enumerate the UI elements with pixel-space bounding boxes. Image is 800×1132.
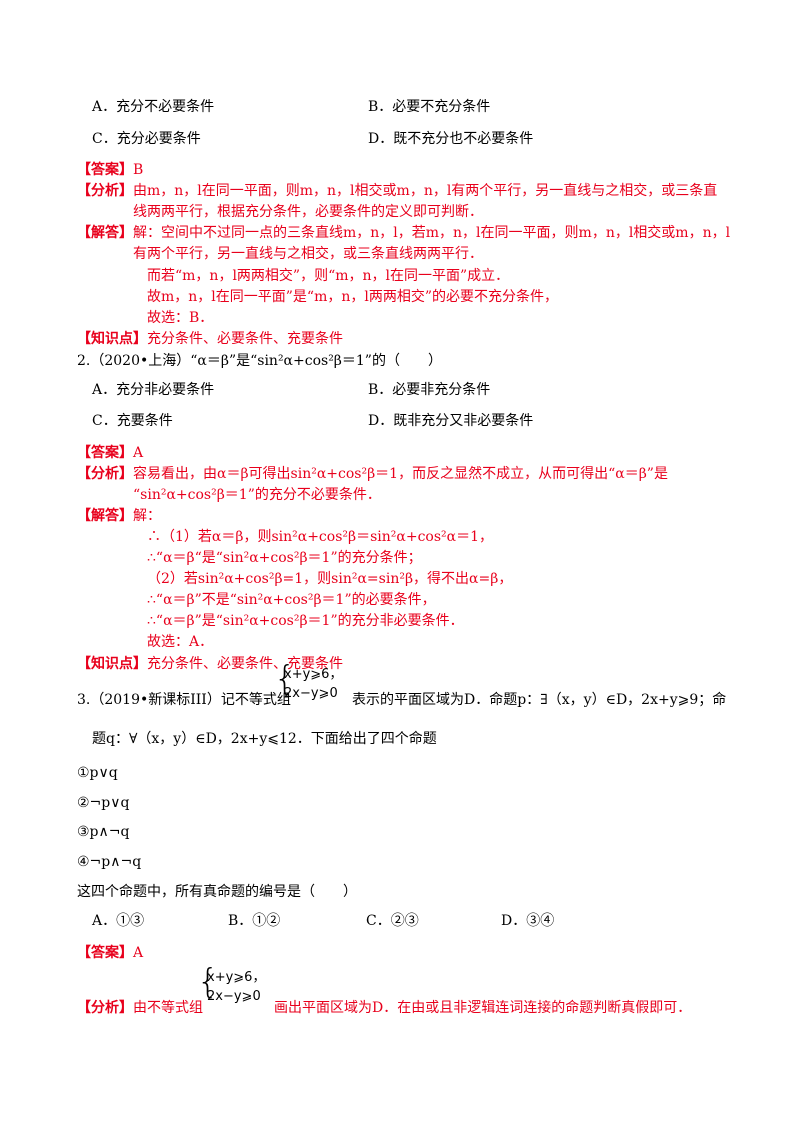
q3-stem-line2: 题q：∀（x，y）∈D，2x+y⩽12．下面给出了四个命题 [92,731,437,747]
q1-option-c: C．充分必要条件 [92,131,201,147]
q2-option-a: A．充分非必要条件 [92,382,215,398]
q3-analysis-pre: 【分析】由不等式组 [77,998,203,1018]
q3-proposition-2: ②¬p∨q [77,795,130,811]
q3-option-c: C．②③ [366,913,419,929]
solution-text: 解：空间中不过同一点的三条直线m，n，l，若m，n，l在同一平面，则m，n，l相… [133,225,731,241]
q3-option-b: B．①② [228,913,281,929]
q3-analysis-inequality-system: { x+y⩾6， 2x−y⩾0 [197,962,277,1007]
q1-solution-line4: 故m，n，l在同一平面”是“m，n，l两两相交”的必要不充分条件， [147,289,559,305]
q1-analysis-line2: 线两两平行，根据充分条件，必要条件的定义即可判断． [133,204,483,220]
knowledge-text: 充分条件、必要条件、充要条件 [147,656,343,672]
q3-question: 这四个命题中，所有真命题的编号是（ ） [77,884,357,900]
q3-inequality-system: { x+y⩾6， 2x−y⩾0 [274,659,354,704]
q3-option-d: D．③④ [501,913,555,929]
inequality-2: 2x−y⩾0 [284,686,338,701]
q3-option-a: A．①③ [92,913,145,929]
q2-option-c: C．充要条件 [92,413,173,429]
q1-solution-line1: 【解答】解：空间中不过同一点的三条直线m，n，l，若m，n，l在同一平面，则m，… [77,223,730,243]
brace-glyph: { [274,659,296,699]
answer-value: B [133,162,144,178]
q3-proposition-4: ④¬p∧¬q [77,854,142,870]
q1-option-a: A．充分不必要条件 [92,99,215,115]
analysis-text: 容易看出，由α＝β可得出sin²α+cos²β＝1，而反之显然不成立，从而可得出… [133,466,668,482]
q2-solution-line3: ∴“α＝β“是“sin²α+cos²β＝1”的充分条件； [147,550,422,566]
q3-analysis-post: 画出平面区域为D．在由或且非逻辑连词连接的命题判断真假即可． [274,1000,692,1016]
q2-solution-line4: （2）若sin²α+cos²β=1，则sin²α=sin²β，得不出α=β， [147,571,513,587]
q2-stem: 2.（2020•上海）“α＝β”是“sin²α+cos²β＝1”的（ ） [77,353,442,369]
q3-proposition-3: ③p∧¬q [77,824,130,840]
q3-stem-pre: 3.（2019•新课标III）记不等式组 [77,692,291,708]
q1-answer: 【答案】B [77,160,143,180]
inequality-2: 2x−y⩾0 [207,989,261,1004]
q1-solution-line3: 而若“m，n，l两两相交”，则“m，n，l在同一平面”成立． [147,268,510,284]
analysis-tag: 【分析】 [77,1000,133,1016]
q2-option-d: D．既非充分又非必要条件 [368,413,534,429]
knowledge-tag: 【知识点】 [77,656,147,672]
inequality-1: x+y⩾6， [207,970,266,985]
solution-tag: 【解答】 [77,508,133,524]
q2-analysis-line2: “sin²α+cos²β＝1”的充分不必要条件． [133,487,381,503]
q1-analysis-line1: 【分析】由m，n，l在同一平面，则m，n，l相交或m，n，l有两个平行，另一直线… [77,181,717,201]
answer-value: A [133,945,144,961]
analysis-tag: 【分析】 [77,466,133,482]
brace-glyph: { [197,962,219,1002]
analysis-tag: 【分析】 [77,183,133,199]
knowledge-text: 充分条件、必要条件、充要条件 [147,331,343,347]
q3-stem-post: 表示的平面区域为D．命题p：∃（x，y）∈D，2x+y⩾9；命 [352,692,727,708]
answer-tag: 【答案】 [77,445,133,461]
q2-solution-line2: ∴（1）若α＝β，则sin²α+cos²β＝sin²α+cos²α＝1， [147,529,493,545]
answer-value: A [133,445,144,461]
q1-solution-line5: 故选：B． [147,310,214,326]
q2-analysis-line1: 【分析】容易看出，由α＝β可得出sin²α+cos²β＝1，而反之显然不成立，从… [77,464,668,484]
knowledge-tag: 【知识点】 [77,331,147,347]
q3-proposition-1: ①p∨q [77,765,118,781]
q2-solution-line5: ∴“α＝β”不是“sin²α+cos²β＝1”的必要条件， [147,592,436,608]
q2-solution-line6: ∴“α＝β”是“sin²α+cos²β＝1”的充分非必要条件． [147,613,464,629]
solution-text: 解： [133,508,161,524]
q2-knowledge: 【知识点】充分条件、必要条件、充要条件 [77,654,343,674]
q1-knowledge: 【知识点】充分条件、必要条件、充要条件 [77,329,343,349]
solution-tag: 【解答】 [77,225,133,241]
analysis-text: 由m，n，l在同一平面，则m，n，l相交或m，n，l有两个平行，另一直线与之相交… [133,183,718,199]
q3-answer: 【答案】A [77,943,143,963]
answer-tag: 【答案】 [77,162,133,178]
q1-solution-line2: 有两个平行，另一直线与之相交，或三条直线两两平行． [133,246,483,262]
q2-answer: 【答案】A [77,443,143,463]
answer-tag: 【答案】 [77,945,133,961]
q2-solution-line1: 【解答】解： [77,506,161,526]
inequality-1: x+y⩾6， [284,667,343,682]
q1-option-d: D．既不充分也不必要条件 [368,131,534,147]
q1-option-b: B．必要不充分条件 [368,99,491,115]
q2-option-b: B．必要非充分条件 [368,382,491,398]
q2-solution-line7: 故选：A． [147,634,214,650]
analysis-text: 由不等式组 [133,1000,203,1016]
